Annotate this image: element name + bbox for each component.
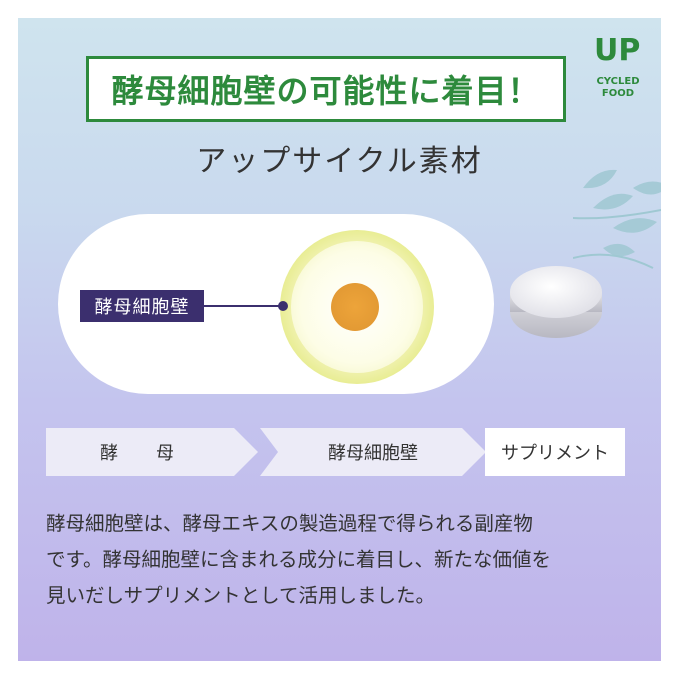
label-connector-line (204, 305, 284, 307)
logo-cycled-text: CYCLED (596, 76, 640, 87)
upcycled-food-logo: UP CYCLED FOOD (588, 36, 648, 116)
leaf-decoration-icon (573, 169, 661, 269)
cell-wall-label: 酵母細胞壁 (80, 290, 204, 322)
process-step-label: サプリメント (501, 443, 609, 464)
logo-up-text: UP (594, 33, 641, 68)
tablet-icon (510, 266, 602, 338)
label-connector-dot (278, 301, 288, 311)
logo-up-row: UP (592, 33, 641, 68)
yeast-cell-nucleus (331, 283, 379, 331)
logo-cycled-food: CYCLED FOOD (588, 76, 648, 100)
subheadline: アップサイクル素材 (196, 144, 483, 179)
description-line: です。酵母細胞壁に含まれる成分に着目し、新たな価値を (46, 548, 552, 571)
description-text: 酵母細胞壁は、酵母エキスの製造過程で得られる副産物 です。酵母細胞壁に含まれる成… (46, 506, 646, 614)
headline: 酵母細胞壁の可能性に着目！ (111, 72, 541, 110)
process-step-label: 酵母細胞壁 (328, 443, 418, 464)
description-line: 見いだしサプリメントとして活用しました。 (46, 584, 436, 607)
logo-food-text: FOOD (601, 88, 635, 99)
process-step-yeast: 酵 母 (46, 428, 258, 476)
process-step-label: 酵 母 (100, 443, 184, 464)
infographic-panel: 酵母細胞壁の可能性に着目！ UP CYCLED FOOD アップサイクル素材 酵… (18, 18, 661, 661)
process-step-supplement: サプリメント (485, 428, 625, 476)
description-line: 酵母細胞壁は、酵母エキスの製造過程で得られる副産物 (46, 512, 533, 535)
headline-box: 酵母細胞壁の可能性に着目！ (86, 56, 566, 122)
process-step-cell-wall: 酵母細胞壁 (260, 428, 486, 476)
